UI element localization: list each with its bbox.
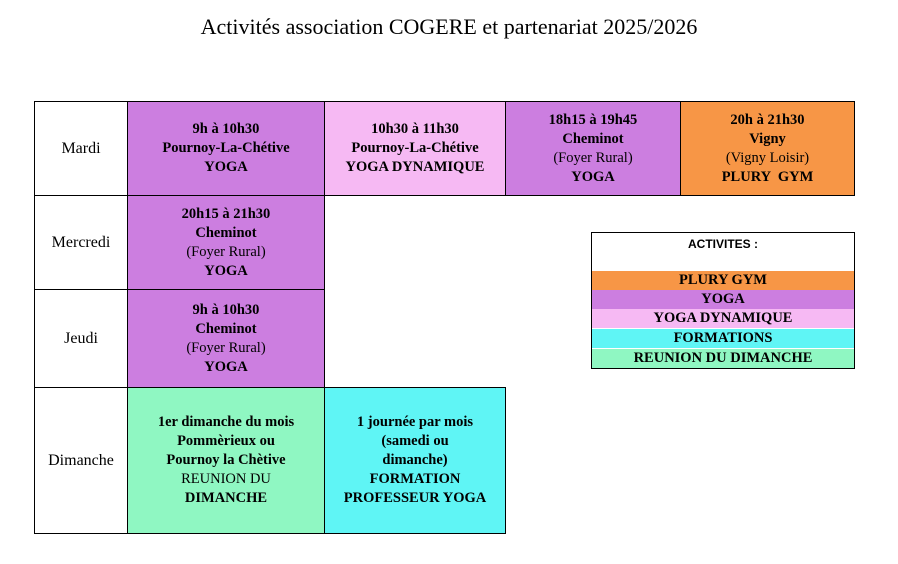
day-jeudi: Jeudi: [34, 289, 128, 388]
slot-activity: YOGA DYNAMIQUE: [345, 159, 485, 175]
slot-mardi-yoga-pournoy: 9h à 10h30 Pournoy-La-Chétive YOGA: [127, 101, 325, 196]
slot-activity: YOGA: [571, 168, 615, 185]
legend-title: ACTIVITES :: [687, 237, 758, 251]
slot-time: 20h à 21h30: [730, 111, 805, 128]
activities-legend: ACTIVITES : PLURY GYM YOGA YOGA DYNAMIQU…: [591, 232, 855, 369]
slot-mardi-yoga-cheminot: 18h15 à 19h45 Cheminot (Foyer Rural) YOG…: [505, 101, 681, 196]
legend-item-reunion-du-dimanche: REUNION DU DIMANCHE: [592, 349, 854, 368]
slot-mardi-yoga-dynamique: 10h30 à 11h30 Pournoy-La-Chétive YOGA DY…: [324, 101, 506, 196]
slot-place: Vigny: [749, 130, 786, 147]
legend-item-yoga-dynamique: YOGA DYNAMIQUE: [592, 309, 854, 328]
slot-line: dimanche): [382, 452, 448, 468]
slot-time: 20h15 à 21h30: [181, 205, 271, 222]
slot-line: (samedi ou: [381, 433, 449, 449]
slot-activity: YOGA: [204, 159, 248, 175]
slot-line: DIMANCHE: [184, 490, 268, 506]
page-title: Activités association COGERE et partenar…: [200, 14, 698, 39]
legend-item-plury-gym: PLURY GYM: [592, 271, 854, 290]
slot-line: Pournoy la Chètive: [166, 452, 286, 468]
slot-dimanche-formation: 1 journée par mois (samedi ou dimanche) …: [324, 387, 506, 534]
slot-line: 1 journée par mois: [356, 414, 474, 430]
day-label: Mardi: [61, 140, 101, 157]
slot-line: REUNION DU: [181, 471, 271, 487]
legend-item-yoga: YOGA: [592, 290, 854, 309]
day-label: Mercredi: [51, 234, 111, 251]
slot-activity: PLURY GYM: [721, 168, 814, 185]
slot-line: PROFESSEUR YOGA: [343, 490, 487, 506]
slot-venue: (Foyer Rural): [186, 243, 266, 260]
slot-dimanche-reunion: 1er dimanche du mois Pommèrieux ou Pourn…: [127, 387, 325, 534]
slot-jeudi-yoga: 9h à 10h30 Cheminot (Foyer Rural) YOGA: [127, 289, 325, 388]
slot-place: Cheminot: [195, 224, 257, 241]
slot-line: Pommèrieux ou: [177, 433, 275, 449]
slot-place: Pournoy-La-Chétive: [351, 140, 479, 156]
slot-time: 10h30 à 11h30: [371, 121, 459, 137]
slot-activity: YOGA: [204, 358, 248, 375]
slot-venue: (Foyer Rural): [186, 339, 266, 356]
day-mercredi: Mercredi: [34, 195, 128, 290]
day-label: Dimanche: [48, 452, 114, 469]
slot-line: FORMATION: [369, 471, 461, 487]
slot-time: 18h15 à 19h45: [548, 111, 638, 128]
slot-time: 9h à 10h30: [192, 301, 260, 318]
slot-venue: (Foyer Rural): [553, 149, 633, 166]
day-dimanche: Dimanche: [34, 387, 128, 534]
slot-mardi-plury-gym: 20h à 21h30 Vigny (Vigny Loisir) PLURY G…: [680, 101, 855, 196]
slot-place: Pournoy-La-Chétive: [162, 140, 290, 156]
slot-mercredi-yoga: 20h15 à 21h30 Cheminot (Foyer Rural) YOG…: [127, 195, 325, 290]
slot-place: Cheminot: [195, 320, 257, 337]
slot-time: 9h à 10h30: [192, 121, 260, 137]
legend-item-formations: FORMATIONS: [592, 329, 854, 348]
slot-line: 1er dimanche du mois: [157, 414, 295, 430]
slot-place: Cheminot: [562, 130, 624, 147]
slot-activity: YOGA: [204, 262, 248, 279]
day-label: Jeudi: [64, 330, 98, 347]
slot-venue: (Vigny Loisir): [725, 149, 810, 166]
day-mardi: Mardi: [34, 101, 128, 196]
